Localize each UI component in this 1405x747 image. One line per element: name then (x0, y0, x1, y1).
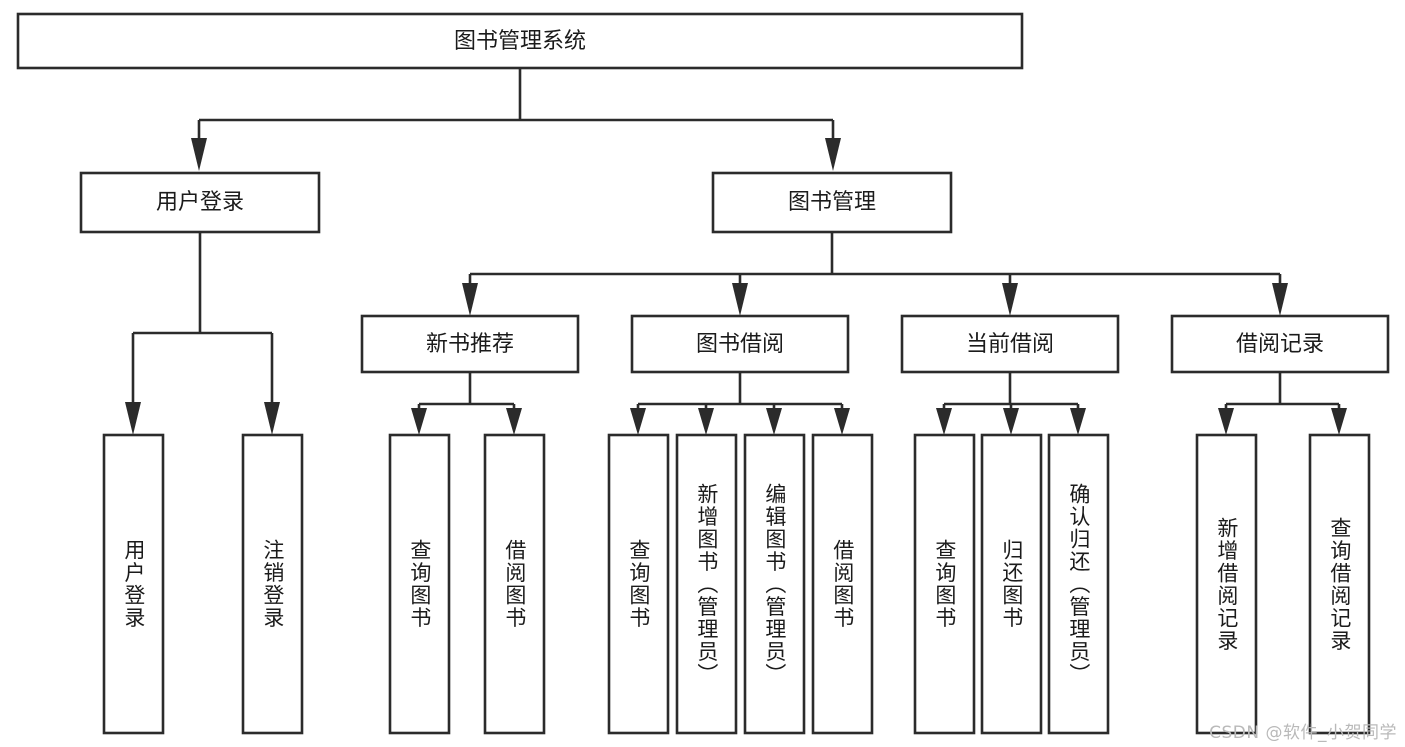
leaf-box-logout[interactable] (241, 433, 304, 735)
arrow-head-icon (1272, 283, 1288, 316)
arrow-head-icon (1002, 283, 1018, 316)
arrow-head-icon (732, 283, 748, 316)
node-root-label: 图书管理系统 (454, 29, 586, 54)
arrow-head-icon (1003, 408, 1019, 435)
node-book-borrow[interactable]: 图书借阅 (630, 314, 850, 374)
node-new-book-recommend-box (360, 314, 580, 374)
arrow-head-icon (191, 138, 207, 171)
node-user-login-box (79, 171, 321, 234)
node-book-manage[interactable]: 图书管理 (711, 171, 953, 234)
arrow-head-icon (125, 402, 141, 435)
arrow-head-icon (1331, 408, 1347, 435)
node-book-borrow-label: 图书借阅 (696, 332, 784, 357)
leaf-box-confirm-return[interactable] (1047, 433, 1110, 735)
leaf-box-query-book-3[interactable] (913, 433, 976, 735)
connector-current-borrow-to-leaves (936, 372, 1086, 435)
leaf-box-borrow-book-2[interactable] (811, 433, 874, 735)
arrow-head-icon (698, 408, 714, 435)
leaf-box-query-book-2[interactable] (607, 433, 670, 735)
connector-borrow-record-to-leaves (1218, 372, 1347, 435)
arrow-head-icon (825, 138, 841, 171)
arrow-head-icon (936, 408, 952, 435)
arrow-head-icon (630, 408, 646, 435)
leaf-box-query-record[interactable] (1308, 433, 1371, 735)
arrow-head-icon (1218, 408, 1234, 435)
connector-user-login-to-leaves (125, 232, 280, 435)
leaf-box-edit-book[interactable] (743, 433, 806, 735)
leaf-box-query-book-1[interactable] (388, 433, 451, 735)
node-borrow-record-label: 借阅记录 (1236, 332, 1324, 357)
leaf-box-borrow-book-1[interactable] (483, 433, 546, 735)
node-current-borrow-label: 当前借阅 (966, 332, 1054, 357)
node-new-book-recommend-label: 新书推荐 (426, 332, 514, 357)
leaf-box-add-book[interactable] (675, 433, 738, 735)
connector-root-to-level2 (191, 68, 841, 171)
arrow-head-icon (506, 408, 522, 435)
arrow-head-icon (1070, 408, 1086, 435)
node-root-box (16, 12, 1024, 70)
node-user-login-label: 用户登录 (156, 190, 244, 215)
leaf-box-add-record[interactable] (1195, 433, 1258, 735)
arrow-head-icon (462, 283, 478, 316)
arrow-head-icon (411, 408, 427, 435)
node-new-book-recommend[interactable]: 新书推荐 (360, 314, 580, 374)
node-current-borrow-box (900, 314, 1120, 374)
watermark: CSDN @软件_小贺同学 (1209, 723, 1397, 743)
node-current-borrow[interactable]: 当前借阅 (900, 314, 1120, 374)
arrow-head-icon (766, 408, 782, 435)
node-book-manage-label: 图书管理 (788, 190, 876, 215)
leaf-box-user-login[interactable] (102, 433, 165, 735)
leaf-box-return-book[interactable] (980, 433, 1043, 735)
node-borrow-record[interactable]: 借阅记录 (1170, 314, 1390, 374)
arrow-head-icon (834, 408, 850, 435)
arrow-head-icon (264, 402, 280, 435)
connector-new-book-recommend-to-leaves (411, 372, 522, 435)
connector-book-manage-to-level3 (462, 232, 1288, 316)
node-root[interactable]: 图书管理系统 (16, 12, 1024, 70)
connector-book-borrow-to-leaves (630, 372, 850, 435)
node-user-login[interactable]: 用户登录 (79, 171, 321, 234)
